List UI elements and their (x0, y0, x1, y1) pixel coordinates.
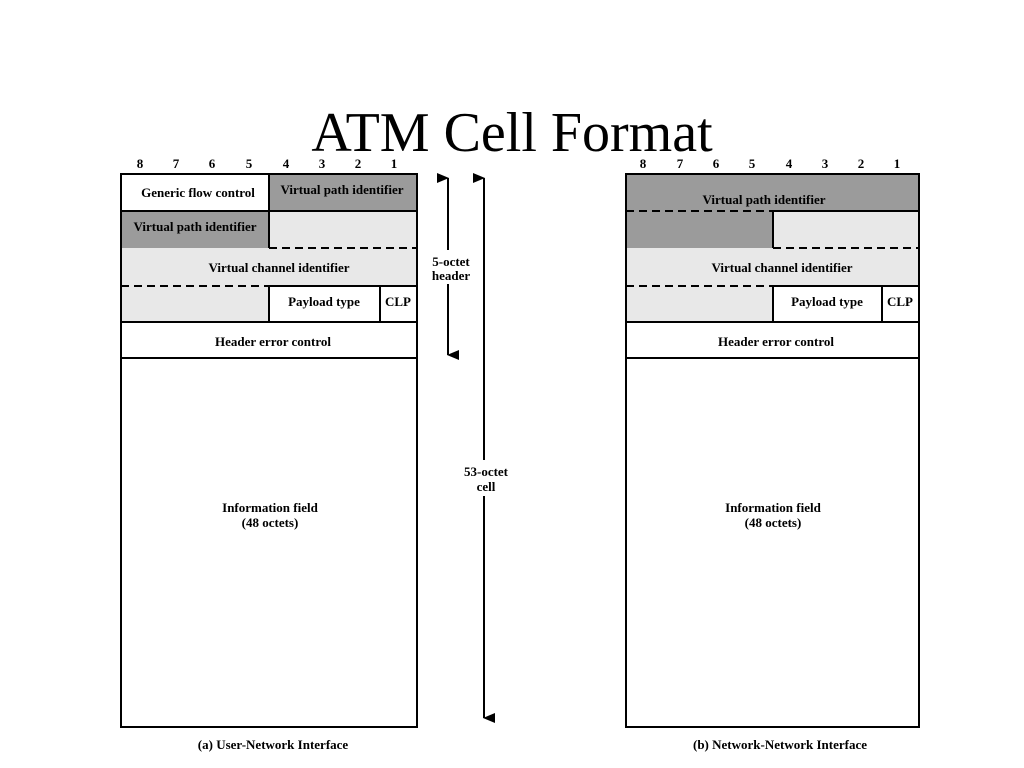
uni-vpi-lower-cell (121, 211, 269, 248)
uni-gfc-label: Generic flow control (141, 185, 255, 200)
uni-bit-numbers: 8 7 6 5 4 3 2 1 (137, 156, 398, 171)
uni-vpi-lower-label: Virtual path identifier (133, 219, 256, 234)
bit-number: 8 (640, 156, 647, 171)
nni-clp-label: CLP (887, 294, 913, 309)
bit-number: 3 (319, 156, 326, 171)
nni-hec-cell (626, 322, 919, 358)
uni-vci-upper-cell (269, 211, 417, 248)
uni-hec-cell (121, 322, 417, 358)
bit-number: 4 (283, 156, 290, 171)
uni-vci-label: Virtual channel identifier (208, 260, 349, 275)
slide-title: ATM Cell Format (311, 102, 713, 164)
nni-info-cell (626, 358, 919, 727)
uni-vpi-upper-label: Virtual path identifier (280, 182, 403, 197)
cell-arrow: 53-octet cell (464, 173, 509, 723)
nni-vpi-lower-cell (626, 211, 773, 248)
uni-clp-cell (380, 286, 417, 322)
uni-vci-mid-cell (121, 248, 417, 286)
nni-payload-type-cell (773, 286, 882, 322)
bit-number: 7 (677, 156, 684, 171)
bit-number: 4 (786, 156, 793, 171)
nni-vpi-upper-cell (626, 174, 919, 211)
bit-number: 1 (894, 156, 901, 171)
uni-payload-type-cell (269, 286, 380, 322)
uni-payload-type-label: Payload type (288, 294, 360, 309)
bit-number: 1 (391, 156, 398, 171)
uni-caption: (a) User-Network Interface (198, 737, 349, 752)
nni-vci-lower-cell (626, 286, 773, 322)
nni-vpi-label: Virtual path identifier (702, 192, 825, 207)
bit-number: 6 (209, 156, 216, 171)
uni-clp-label: CLP (385, 294, 411, 309)
nni-clp-cell (882, 286, 919, 322)
nni-payload-type-label: Payload type (791, 294, 863, 309)
bit-number: 3 (822, 156, 829, 171)
nni-info-size-label: (48 octets) (745, 515, 802, 530)
uni-vci-lower-cell (121, 286, 269, 322)
uni-gfc-cell (121, 174, 269, 211)
nni-vci-mid-cell (626, 248, 919, 286)
bit-number: 5 (749, 156, 756, 171)
nni-vci-label: Virtual channel identifier (711, 260, 852, 275)
cell-arrow-label: cell (477, 479, 496, 494)
uni-format: 8 7 6 5 4 3 2 1 (120, 156, 418, 752)
nni-format: 8 7 6 5 4 3 2 1 (625, 156, 920, 752)
uni-info-label: Information field (222, 500, 318, 515)
nni-info-label: Information field (725, 500, 821, 515)
bit-number: 6 (713, 156, 720, 171)
nni-hec-label: Header error control (718, 334, 834, 349)
uni-hec-label: Header error control (215, 334, 331, 349)
nni-bit-numbers: 8 7 6 5 4 3 2 1 (640, 156, 901, 171)
cell-arrow-label: 53-octet (464, 464, 509, 479)
uni-vpi-upper-cell (269, 174, 417, 211)
bit-number: 7 (173, 156, 180, 171)
nni-caption: (b) Network-Network Interface (693, 737, 867, 752)
uni-info-size-label: (48 octets) (242, 515, 299, 530)
header-arrow-label: header (432, 268, 471, 283)
header-arrow: 5-octet header (432, 173, 471, 360)
header-arrow-label: 5-octet (432, 254, 470, 269)
uni-info-cell (121, 358, 417, 727)
nni-vci-upper-cell (773, 211, 919, 248)
bit-number: 2 (355, 156, 362, 171)
bit-number: 8 (137, 156, 144, 171)
bit-number: 5 (246, 156, 253, 171)
bit-number: 2 (858, 156, 865, 171)
